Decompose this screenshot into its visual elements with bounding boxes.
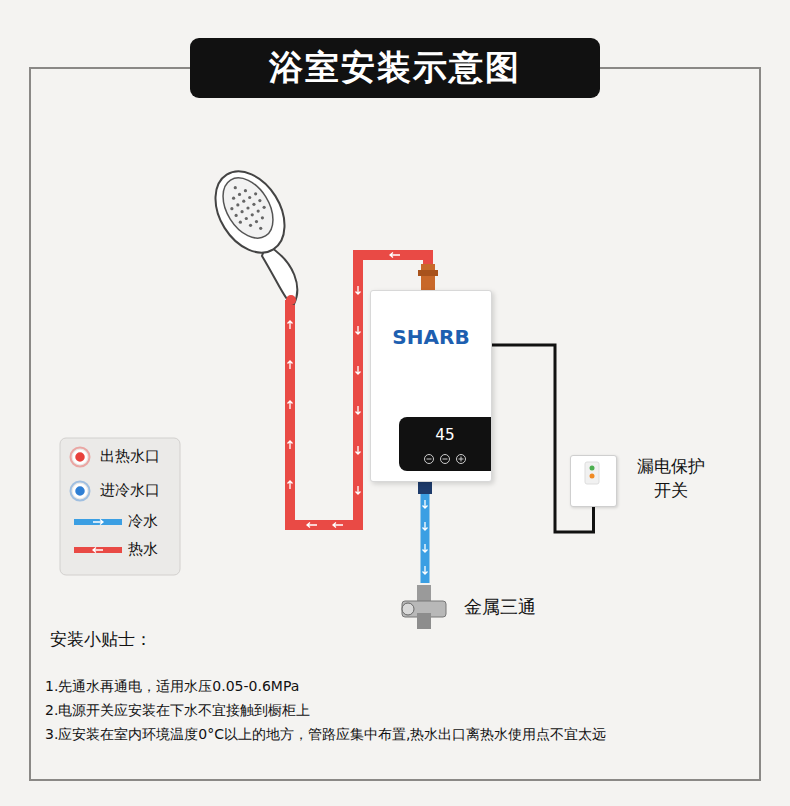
- decoration: [235, 214, 238, 217]
- control-display: 45: [399, 417, 491, 471]
- decoration: [244, 189, 247, 192]
- switch-face: [571, 456, 616, 506]
- flow-arrow: [288, 441, 293, 449]
- tip-text: 1.先通水再通电，适用水压0.05-0.6MPa: [45, 678, 299, 696]
- flow-arrow: [423, 566, 428, 574]
- flow-arrow: [423, 500, 428, 508]
- flow-arrow: [390, 253, 400, 258]
- flow-arrow: [307, 523, 317, 528]
- decoration: [261, 216, 264, 219]
- water-heater: SHARB 45: [370, 290, 492, 482]
- decoration: [255, 220, 258, 223]
- decoration: [246, 206, 249, 209]
- decoration: [249, 224, 252, 227]
- decoration: [252, 203, 255, 206]
- valve-knob: [402, 603, 414, 615]
- flow-arrow: [356, 326, 361, 334]
- flow-arrow: [333, 523, 343, 528]
- legend-text: 进冷水口: [100, 481, 160, 500]
- flow-arrow: [356, 486, 361, 494]
- tip-text: 3.应安装在室内环境温度0°C以上的地方，管路应集中布置,热水出口离热水使用点不…: [45, 726, 607, 744]
- cold-water-pipe: [421, 482, 430, 583]
- tee-fitting: [398, 583, 450, 631]
- flow-arrow: [423, 522, 428, 530]
- legend-dot: [74, 485, 86, 497]
- decoration: [263, 206, 266, 209]
- tee-branch: [417, 613, 431, 629]
- temperature-reading: 45: [399, 425, 491, 444]
- decoration: [259, 227, 262, 230]
- flow-arrow: [356, 406, 361, 414]
- control-button: [425, 455, 434, 464]
- component-label: 漏电保护 开关: [633, 454, 709, 502]
- metal-tee: 金属三通: [398, 583, 450, 631]
- brand-name: SHARB: [371, 325, 491, 349]
- hot-outlet-fitting: [421, 264, 435, 292]
- decoration: [242, 200, 245, 203]
- flow-arrow: [288, 361, 293, 369]
- decoration: [258, 199, 261, 202]
- flow-arrow: [93, 548, 103, 553]
- flow-arrow: [288, 481, 293, 489]
- flow-arrow: [356, 286, 361, 294]
- tips-heading: 安装小贴士：: [50, 628, 152, 651]
- legend-text: 热水: [128, 540, 158, 559]
- indicator-light: [590, 466, 595, 471]
- frame: [30, 68, 760, 780]
- legend-dot: [74, 451, 86, 463]
- title-banner: 浴室安装示意图: [190, 38, 600, 98]
- flow-arrow: [288, 321, 293, 329]
- button-mark: [461, 457, 462, 462]
- decoration: [240, 210, 243, 213]
- decoration: [239, 221, 242, 224]
- decoration: [232, 197, 235, 200]
- legend-ring: [71, 482, 90, 501]
- title: 浴室安装示意图: [269, 45, 521, 91]
- decoration: [234, 186, 237, 189]
- decoration: [245, 217, 248, 220]
- leakage-switch: 漏电保护 开关: [570, 455, 617, 507]
- button-mark: [443, 459, 448, 460]
- flow-arrow: [356, 366, 361, 374]
- flow-arrow: [288, 401, 293, 409]
- decoration: [254, 192, 257, 195]
- indicator-light: [590, 474, 595, 479]
- flow-arrow: [356, 446, 361, 454]
- decoration: [251, 213, 254, 216]
- decoration: [238, 193, 241, 196]
- legend-text: 出热水口: [100, 447, 160, 466]
- decoration: [248, 196, 251, 199]
- legend-line: [74, 519, 122, 525]
- decoration: [257, 209, 260, 212]
- decoration: [236, 203, 239, 206]
- button-mark: [427, 459, 432, 460]
- connector: [423, 482, 428, 583]
- legend-text: 冷水: [128, 512, 158, 531]
- flow-arrow: [93, 520, 103, 525]
- shower-head: [201, 159, 299, 305]
- fitting-nut: [418, 270, 438, 276]
- flow-arrow: [423, 544, 428, 552]
- control-button: [457, 455, 466, 464]
- legend-line: [74, 547, 122, 553]
- legend-box: [60, 438, 180, 575]
- tee-branch: [417, 585, 431, 603]
- legend-ring: [71, 448, 90, 467]
- decoration: [230, 207, 233, 210]
- component-label: 金属三通: [464, 595, 536, 619]
- control-button: [441, 455, 450, 464]
- tip-text: 2.电源开关应安装在下水不宜接触到橱柜上: [45, 702, 310, 720]
- switch-panel: [585, 462, 599, 484]
